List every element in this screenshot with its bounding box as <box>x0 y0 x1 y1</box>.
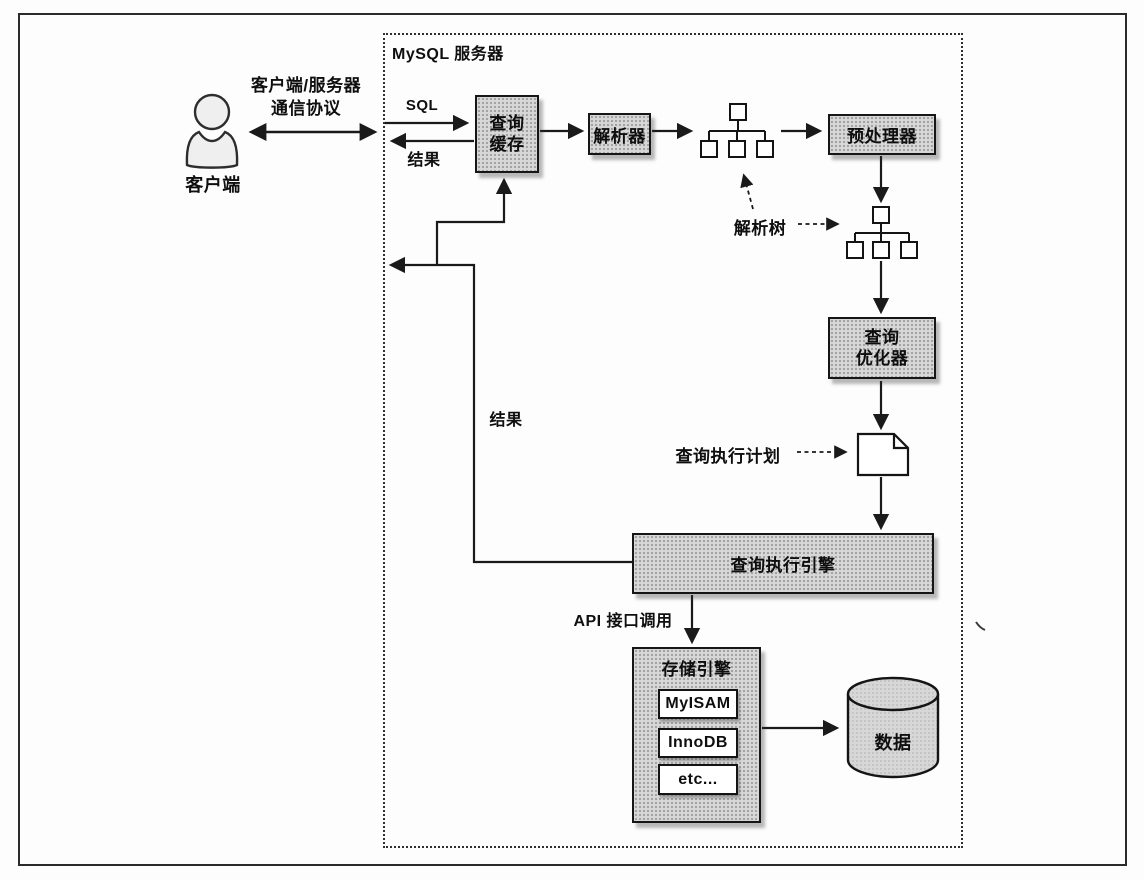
mysql-server-label: MySQL 服务器 <box>392 46 504 63</box>
engine-innodb: InnoDB <box>658 728 738 758</box>
mysql-server-boundary <box>383 33 963 848</box>
storage-engine-label: 存储引擎 <box>661 660 732 679</box>
query-plan-label: 查询执行计划 <box>675 447 781 466</box>
sql-label: SQL <box>405 97 439 114</box>
query-optimizer-node: 查询 优化器 <box>828 317 936 379</box>
protocol-label: 客户端/服务器 通信协议 <box>250 76 362 118</box>
outer-frame <box>18 13 1127 866</box>
engine-etc: etc... <box>658 764 738 795</box>
result-top-label: 结果 <box>407 152 441 169</box>
parse-tree-label: 解析树 <box>733 219 787 238</box>
parser-node: 解析器 <box>588 113 651 155</box>
execution-engine-node: 查询执行引擎 <box>632 533 934 594</box>
preprocessor-node: 预处理器 <box>828 114 936 155</box>
query-cache-node: 查询 缓存 <box>475 95 539 173</box>
data-label: 数据 <box>874 733 912 753</box>
result-return-label: 结果 <box>489 412 523 429</box>
storage-engine-node: 存储引擎 MyISAM InnoDB etc... <box>632 647 761 823</box>
engine-myisam: MyISAM <box>658 689 738 719</box>
client-label: 客户端 <box>185 175 241 195</box>
api-call-label: API 接口调用 <box>573 613 673 630</box>
